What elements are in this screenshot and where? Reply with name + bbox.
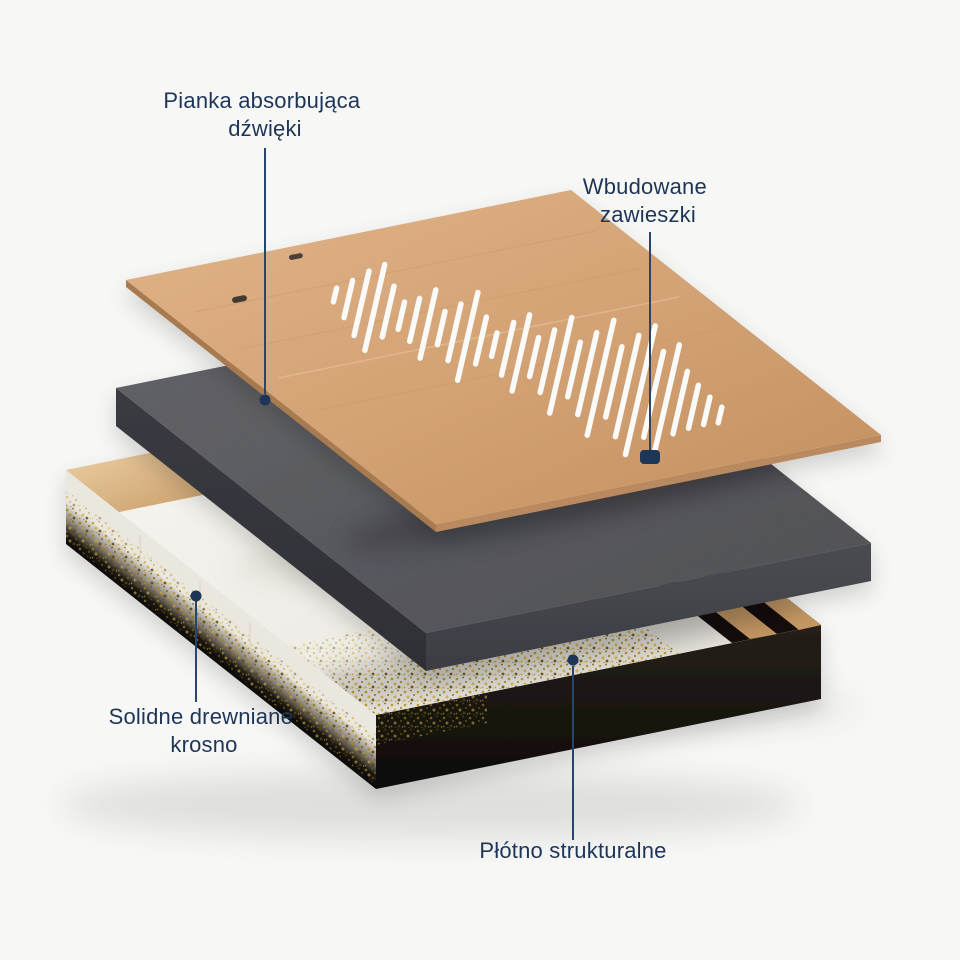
board-slot	[546, 314, 575, 416]
board-slot	[417, 287, 439, 361]
canvas-label: Płótno strukturalne	[479, 838, 666, 863]
board-slot	[362, 261, 388, 354]
frame-label-line2: krosno	[170, 732, 237, 757]
board-slot	[564, 339, 584, 400]
board-left-edge	[126, 280, 436, 532]
board-slot	[379, 283, 397, 340]
gold-speckle-front	[376, 693, 487, 745]
board-slot	[640, 348, 667, 440]
board-slot	[670, 368, 691, 437]
board-slot	[526, 334, 542, 380]
foam-label: Pianka absorbująca dźwięki	[163, 88, 366, 141]
board-slot	[612, 332, 642, 440]
board-slot	[434, 308, 448, 348]
board-keyhole-hanger	[232, 295, 247, 303]
annotation-frame: Solidne drewniane krosno	[109, 590, 300, 757]
gold-speckle-over-dark	[66, 514, 376, 785]
board-slot	[685, 382, 702, 431]
board-slot	[651, 342, 683, 455]
foam-label-line1: Pianka absorbująca	[163, 88, 360, 113]
leader-dot-frame	[190, 590, 202, 602]
board-slot	[700, 394, 713, 428]
foam-left-face	[116, 388, 426, 671]
canvas-front-face	[376, 625, 821, 789]
board-slot	[575, 329, 600, 418]
board-slot	[488, 330, 500, 360]
hangers-label-line1: Wbudowane	[583, 174, 707, 199]
perforated-board-layer	[126, 190, 881, 532]
leader-dot-canvas	[567, 654, 579, 666]
board-slot	[472, 314, 490, 367]
leader-dot-foam	[259, 394, 271, 406]
foam-front-face	[426, 543, 871, 671]
foam-label-line2: dźwięki	[228, 116, 302, 141]
leader-dot-hanger	[640, 450, 660, 464]
board-slot	[351, 268, 372, 339]
board-slot	[445, 301, 464, 364]
annotation-hangers: Wbudowane zawieszki	[583, 174, 713, 464]
board-slot	[602, 344, 625, 420]
annotation-foam: Pianka absorbująca dźwięki	[163, 88, 366, 406]
board-keyhole-hanger	[288, 253, 303, 260]
board-slot	[406, 295, 423, 345]
frame-label: Solidne drewniane krosno	[109, 704, 300, 757]
hangers-label-line2: zawieszki	[600, 202, 696, 227]
board-slot	[498, 319, 517, 378]
waveform-slots	[330, 261, 725, 458]
board-slot	[330, 285, 340, 305]
annotations: Pianka absorbująca dźwięki Wbudowane zaw…	[109, 88, 713, 863]
board-slot	[537, 327, 558, 396]
board-front-edge	[436, 435, 881, 532]
board-slot	[341, 277, 356, 321]
board-slot	[715, 404, 725, 426]
board-slot	[584, 317, 617, 438]
hangers-label: Wbudowane zawieszki	[583, 174, 713, 227]
frame-label-line1: Solidne drewniane	[109, 704, 293, 729]
canvas-label-line1: Płótno strukturalne	[479, 838, 666, 863]
board-slot	[454, 289, 481, 383]
annotation-canvas: Płótno strukturalne	[479, 654, 666, 863]
board-slot	[509, 312, 533, 394]
board-slot	[395, 299, 408, 333]
